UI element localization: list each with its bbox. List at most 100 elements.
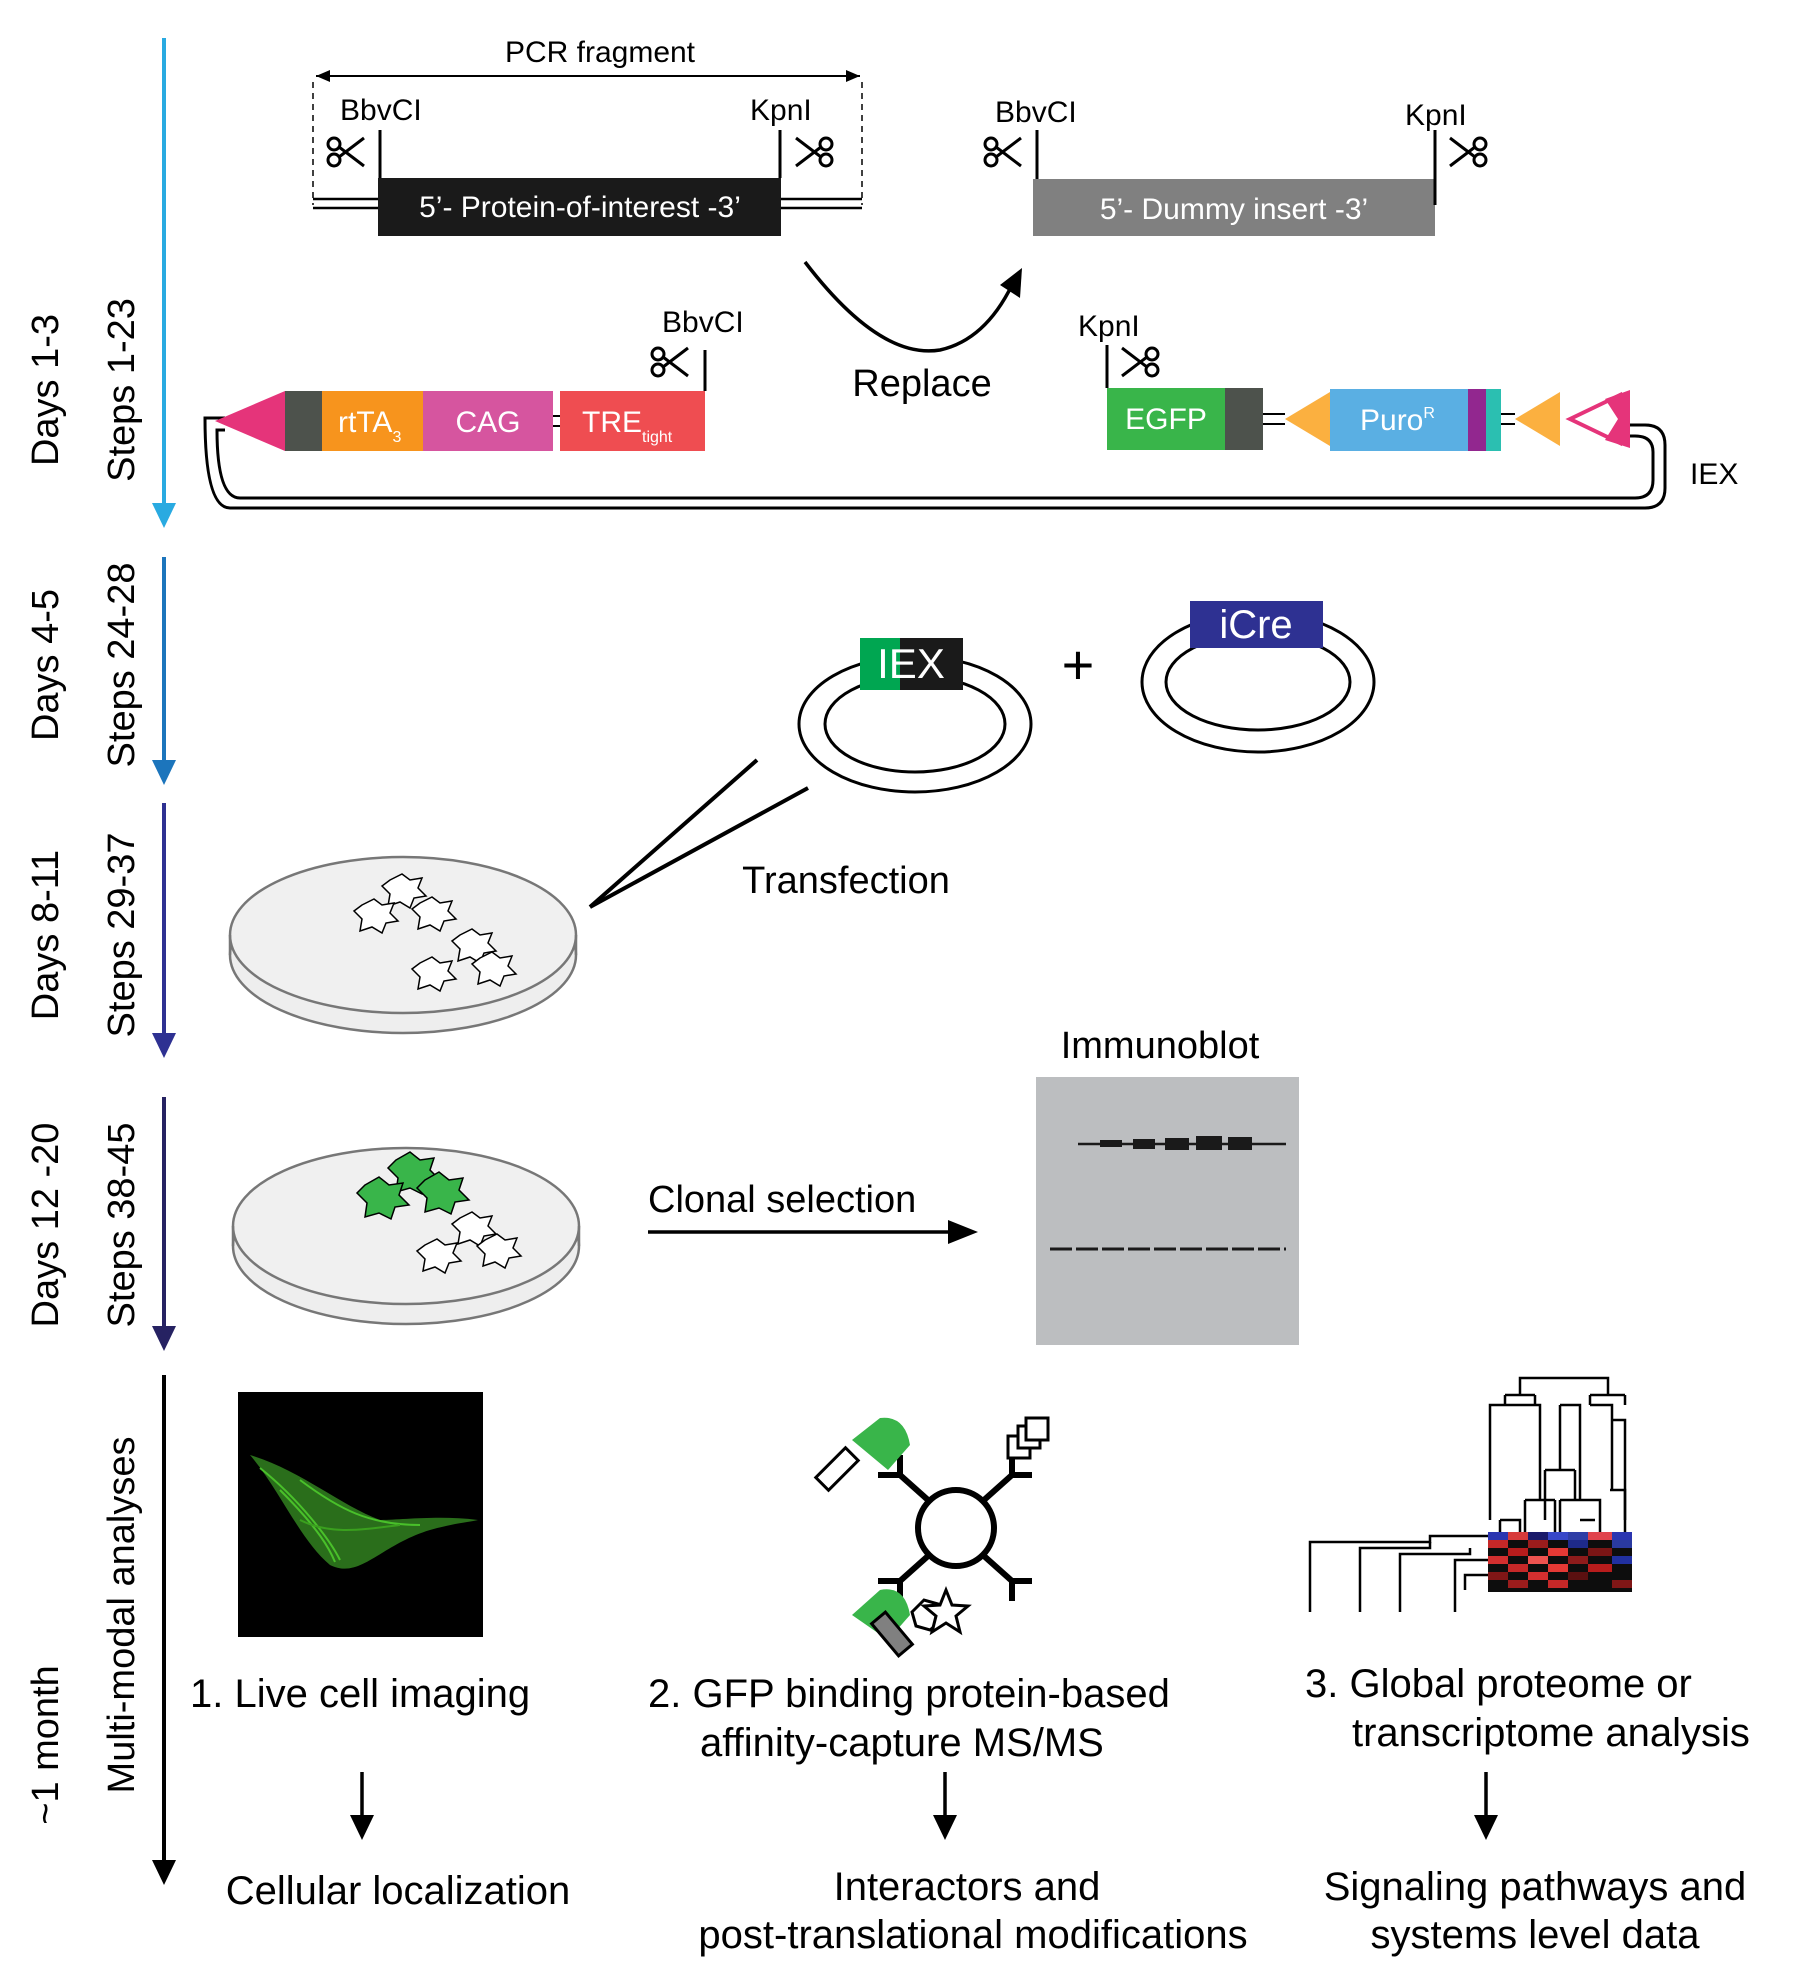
timeline-days-5: ~1 month [25, 1665, 67, 1825]
kpni-label-1: KpnI [750, 94, 812, 127]
green-cells-group [355, 1151, 471, 1221]
scissors-icon [795, 136, 834, 168]
tre-segment [560, 391, 705, 451]
petri-dish-2 [231, 1146, 581, 1326]
icre-plasmid-inner [1164, 632, 1352, 732]
immunoblot-label: Immunoblot [1061, 1025, 1260, 1067]
pcr-fragment-section: PCR fragment 5’- Protein-of-interest -3’… [312, 36, 863, 236]
bbvci-label-2: BbvCI [995, 96, 1077, 129]
iex-plasmid-inner [823, 674, 1007, 774]
purple-block [1468, 389, 1486, 451]
teal-block [1486, 389, 1501, 451]
timeline-arrowhead-5 [152, 1860, 176, 1885]
dark-block-2 [1225, 388, 1263, 450]
loxp-arrow-right [1605, 390, 1630, 448]
clonal-selection-label: Clonal selection [648, 1179, 916, 1221]
iex-plasmid-label: IEX [877, 640, 945, 687]
kpni-label-2: KpnI [1405, 99, 1467, 132]
egfp-segment [1107, 388, 1225, 450]
timeline-steps-4: Steps 38-45 [101, 1123, 143, 1328]
gfp-binder-1 [852, 1417, 910, 1470]
scissors-icon [1121, 346, 1160, 378]
iex-black-tag [900, 638, 963, 690]
timeline-arrowhead-2 [152, 760, 176, 785]
scissors-icon [326, 136, 365, 168]
cells-group-2 [415, 1211, 523, 1275]
analysis-1-title: 1. Live cell imaging [190, 1672, 530, 1716]
analysis-3: 3. Global proteome or transcriptome anal… [1305, 1662, 1750, 1957]
iex-vector: IEX rtTA3 CAG TREtight BbvCI KpnI EGFP [203, 306, 1738, 510]
puro-segment [1330, 389, 1468, 451]
heatmap-dendrogram [1308, 1376, 1632, 1612]
pcr-fragment-label: PCR fragment [505, 36, 696, 69]
immunoblot: Immunoblot [1036, 1025, 1299, 1345]
timeline: Days 1-3 Steps 1-23 Days 4-5 Steps 24-28… [25, 38, 176, 1885]
cag-label: CAG [455, 406, 520, 439]
scissors-icon [983, 136, 1022, 168]
analysis-2-title-line-2: affinity-capture MS/MS [700, 1721, 1104, 1765]
plus-sign: + [1062, 633, 1095, 696]
timeline-days-4: Days 12 -20 [25, 1123, 67, 1328]
tre-label: TREtight [582, 406, 673, 446]
cag-segment [423, 391, 553, 451]
plasmid-section: IEX + iCre Transfection [588, 601, 1376, 909]
blot-band [1133, 1139, 1155, 1149]
analysis-3-result-line-2: systems level data [1370, 1913, 1700, 1957]
puro-label: PuroR [1360, 404, 1435, 437]
icre-tag [1190, 601, 1323, 648]
analysis-2-result-line-1: Interactors and [834, 1865, 1101, 1909]
blot-band [1100, 1140, 1122, 1147]
timeline-arrowhead-3 [152, 1033, 176, 1058]
blot-band [1165, 1138, 1189, 1150]
analysis-2: 2. GFP binding protein-based affinity-ca… [648, 1672, 1248, 1957]
pcr-dashed-box [312, 82, 863, 205]
live-cell-image [238, 1392, 483, 1637]
analysis-1-arrow [350, 1815, 374, 1840]
analysis-1: 1. Live cell imaging Cellular localizati… [190, 1672, 570, 1913]
timeline-steps-1: Steps 1-23 [101, 298, 143, 482]
replace-arrowhead [1000, 268, 1022, 298]
transfection-line-2 [589, 786, 809, 909]
transfection-label: Transfection [742, 860, 950, 902]
replace-arrow: Replace [803, 260, 1022, 405]
promoter-arrow-2 [1515, 392, 1560, 446]
timeline-arrowhead-1 [152, 503, 176, 528]
heatmap-cells [1488, 1532, 1632, 1588]
analysis-3-result-line-1: Signaling pathways and [1324, 1865, 1747, 1909]
transfection-line-1 [588, 758, 759, 909]
blot-band [1228, 1137, 1252, 1150]
timeline-arrowhead-4 [152, 1326, 176, 1351]
analysis-3-title-line-1: 3. Global proteome or [1305, 1662, 1692, 1706]
analysis-3-arrow [1474, 1815, 1498, 1840]
blot-membrane [1036, 1077, 1299, 1345]
analysis-2-arrow [933, 1815, 957, 1840]
loxp-arrow-left [215, 391, 285, 451]
rtta-label: rtTA3 [338, 406, 401, 446]
iex-green-tag [860, 638, 900, 690]
timeline-steps-2: Steps 24-28 [101, 563, 143, 768]
timeline-days-3: Days 8-11 [25, 850, 67, 1020]
timeline-days-1: Days 1-3 [25, 314, 67, 466]
clonal-selection-arrowhead [948, 1220, 978, 1244]
protein-insert-box [378, 178, 781, 236]
affinity-capture-icon [813, 1416, 1050, 1658]
timeline-days-2: Days 4-5 [25, 589, 67, 741]
cells-group-1 [352, 873, 518, 993]
analysis-3-title-line-2: transcriptome analysis [1352, 1711, 1750, 1755]
replace-label: Replace [852, 363, 991, 405]
promoter-arrow-1 [1285, 392, 1330, 446]
dummy-insert-box [1033, 179, 1435, 236]
dummy-insert-section: 5’- Dummy insert -3’ BbvCI KpnI [983, 96, 1488, 236]
rtta-segment [322, 391, 423, 451]
egfp-label: EGFP [1125, 403, 1207, 436]
dark-block-1 [285, 391, 322, 451]
bbvci-label-3: BbvCI [662, 306, 744, 339]
bbvci-label-1: BbvCI [340, 94, 422, 127]
iex-vector-label: IEX [1690, 458, 1738, 491]
scissors-icon [1449, 136, 1488, 168]
timeline-steps-3: Steps 29-37 [101, 833, 143, 1038]
timeline-steps-5: Multi-modal analyses [101, 1437, 143, 1794]
analysis-2-title-line-1: 2. GFP binding protein-based [648, 1672, 1170, 1716]
